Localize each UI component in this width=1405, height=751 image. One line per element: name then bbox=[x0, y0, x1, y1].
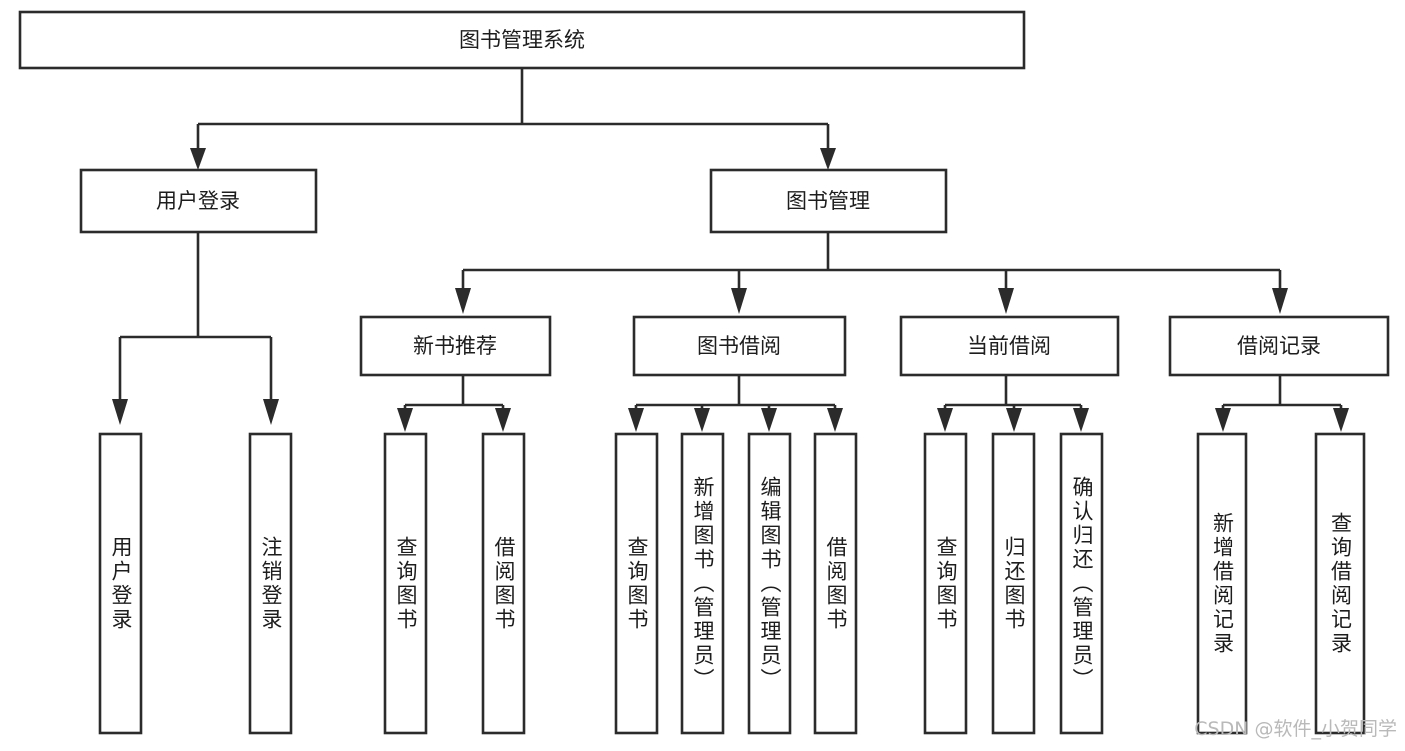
arrow-bm-to-current-borrow bbox=[998, 288, 1014, 314]
node-borrow-record[interactable]: 借阅记录 bbox=[1168, 315, 1390, 377]
node-user-login[interactable]: 用户登录 bbox=[79, 168, 318, 234]
node-book-manage-box[interactable] bbox=[709, 168, 948, 234]
leaf-box-book-borrow-3[interactable] bbox=[747, 432, 792, 735]
arrow-br-child-2 bbox=[1333, 408, 1349, 432]
leaf-box-new-book-rec-2[interactable] bbox=[481, 432, 526, 735]
node-borrow-record-box[interactable] bbox=[1168, 315, 1390, 377]
connector-group-current-borrow bbox=[937, 375, 1089, 432]
leaf-box-current-borrow-1[interactable] bbox=[923, 432, 968, 735]
node-root[interactable]: 图书管理系统 bbox=[18, 10, 1026, 70]
arrow-bb-child-2 bbox=[694, 408, 710, 432]
arrow-nbr-child-2 bbox=[495, 408, 511, 432]
leaf-box-current-borrow-3[interactable] bbox=[1059, 432, 1104, 735]
leaf-box-current-borrow-2[interactable] bbox=[991, 432, 1036, 735]
arrow-cb-child-2 bbox=[1006, 408, 1022, 432]
node-current-borrow[interactable]: 当前借阅 bbox=[899, 315, 1120, 377]
node-book-borrow-box[interactable] bbox=[632, 315, 847, 377]
leaf-label-new-book-rec-1: 查询图书 bbox=[394, 535, 418, 632]
arrow-bb-child-1 bbox=[628, 408, 644, 432]
arrow-root-to-user-login bbox=[190, 148, 206, 170]
arrow-bm-to-borrow-record bbox=[1272, 288, 1288, 314]
leaf-box-borrow-record-1[interactable] bbox=[1196, 432, 1248, 735]
node-current-borrow-label: 当前借阅 bbox=[967, 334, 1051, 358]
leaf-label-book-borrow-3: 编辑图书（管理员） bbox=[758, 475, 782, 692]
node-user-login-box[interactable] bbox=[79, 168, 318, 234]
leaf-label-current-borrow-2: 归还图书 bbox=[1002, 535, 1026, 632]
leaf-label-book-borrow-2: 新增图书（管理员） bbox=[691, 475, 715, 692]
node-book-borrow-label: 图书借阅 bbox=[697, 334, 781, 358]
leaf-label-borrow-record-1: 新增借阅记录 bbox=[1210, 511, 1235, 656]
leaf-label-new-book-rec-2: 借阅图书 bbox=[492, 535, 516, 632]
leaf-box-user-login-1[interactable] bbox=[98, 432, 143, 735]
arrow-bb-child-4 bbox=[827, 408, 843, 432]
connector-group-user-login bbox=[112, 232, 279, 425]
arrow-bm-to-book-borrow bbox=[731, 288, 747, 314]
leaf-boxes-user-login bbox=[98, 432, 293, 735]
node-borrow-record-label: 借阅记录 bbox=[1237, 334, 1321, 358]
node-new-book-rec[interactable]: 新书推荐 bbox=[359, 315, 552, 377]
arrow-user-login-child-2 bbox=[263, 399, 279, 425]
node-book-manage[interactable]: 图书管理 bbox=[709, 168, 948, 234]
leaf-label-current-borrow-3: 确认归还（管理员） bbox=[1070, 475, 1094, 692]
leaf-box-book-borrow-1[interactable] bbox=[614, 432, 659, 735]
node-root-box[interactable] bbox=[18, 10, 1026, 70]
leaf-label-user-login-2: 注销登录 bbox=[259, 535, 283, 632]
connector-group-borrow-record bbox=[1215, 375, 1349, 432]
leaf-box-new-book-rec-1[interactable] bbox=[383, 432, 428, 735]
arrow-root-to-book-manage bbox=[820, 148, 836, 170]
leaf-boxes-book-borrow bbox=[614, 432, 858, 735]
arrow-bm-to-new-book-rec bbox=[455, 288, 471, 314]
node-book-borrow[interactable]: 图书借阅 bbox=[632, 315, 847, 377]
leaf-box-book-borrow-2[interactable] bbox=[680, 432, 725, 735]
leaf-box-book-borrow-4[interactable] bbox=[813, 432, 858, 735]
node-root-label: 图书管理系统 bbox=[459, 28, 585, 52]
leaf-label-book-borrow-1: 查询图书 bbox=[625, 535, 649, 632]
node-new-book-rec-label: 新书推荐 bbox=[413, 334, 497, 358]
leaf-boxes-new-book-rec bbox=[383, 432, 526, 735]
node-user-login-label: 用户登录 bbox=[156, 189, 240, 213]
connector-group-book-manage bbox=[455, 232, 1288, 314]
leaf-label-user-login-1: 用户登录 bbox=[109, 535, 133, 632]
leaf-box-user-login-2[interactable] bbox=[248, 432, 293, 735]
leaf-box-borrow-record-2[interactable] bbox=[1314, 432, 1366, 735]
arrow-br-child-1 bbox=[1215, 408, 1231, 432]
node-current-borrow-box[interactable] bbox=[899, 315, 1120, 377]
arrow-cb-child-1 bbox=[937, 408, 953, 432]
leaf-boxes-borrow-record bbox=[1196, 432, 1366, 735]
connector-group-new-book-rec bbox=[397, 375, 511, 432]
arrow-bb-child-3 bbox=[761, 408, 777, 432]
arrow-cb-child-3 bbox=[1073, 408, 1089, 432]
arrow-nbr-child-1 bbox=[397, 408, 413, 432]
csdn-watermark: CSDN @软件_小贺同学 bbox=[1194, 718, 1397, 740]
node-new-book-rec-box[interactable] bbox=[359, 315, 552, 377]
leaf-label-borrow-record-2: 查询借阅记录 bbox=[1328, 511, 1353, 656]
leaf-label-book-borrow-4: 借阅图书 bbox=[824, 535, 848, 632]
leaf-boxes-current-borrow bbox=[923, 432, 1104, 735]
connector-group-book-borrow bbox=[628, 375, 843, 432]
connector-group-root bbox=[190, 68, 836, 170]
leaf-label-current-borrow-1: 查询图书 bbox=[934, 535, 958, 632]
node-book-manage-label: 图书管理 bbox=[786, 189, 870, 213]
arrow-user-login-child-1 bbox=[112, 399, 128, 425]
